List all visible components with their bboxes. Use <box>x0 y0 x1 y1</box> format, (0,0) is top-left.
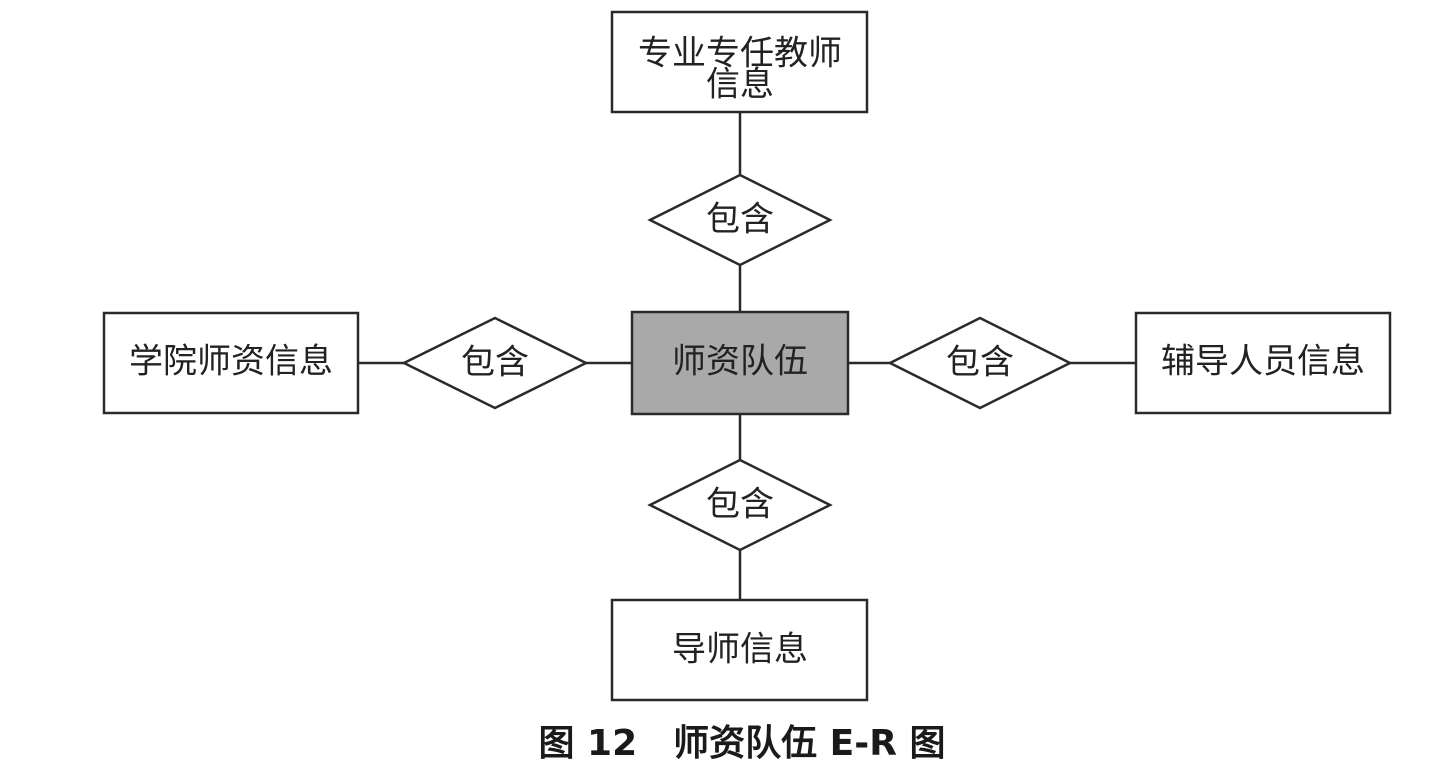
entity-top-box <box>610 10 869 114</box>
entity-top-label-line1: 专业专任教师 <box>638 34 842 74</box>
relation-right-label: 包含 <box>946 343 1014 383</box>
relation-left: 包含 <box>401 316 589 410</box>
relation-right-diamond <box>887 316 1073 410</box>
relation-bottom-label: 包含 <box>706 485 774 525</box>
entity-central-label: 师资队伍 <box>672 342 808 382</box>
entity-central: 师资队伍 <box>630 310 850 416</box>
entity-top: 专业专任教师 信息 <box>610 10 869 114</box>
relation-left-diamond <box>401 316 589 410</box>
entity-left: 学院师资信息 <box>102 311 360 415</box>
entity-right-box <box>1134 311 1392 415</box>
figure-caption: 图 12 师资队伍 E-R 图 <box>539 723 946 764</box>
entity-right-label: 辅导人员信息 <box>1161 342 1365 382</box>
entity-central-box <box>630 310 850 416</box>
entity-left-label: 学院师资信息 <box>129 342 333 382</box>
relation-top: 包含 <box>647 173 833 267</box>
relation-bottom: 包含 <box>647 458 833 552</box>
connector-lines <box>358 112 1136 600</box>
entity-right: 辅导人员信息 <box>1134 311 1392 415</box>
relation-top-diamond <box>647 173 833 267</box>
entity-bottom-label: 导师信息 <box>672 630 808 670</box>
entity-left-box <box>102 311 360 415</box>
relation-bottom-diamond <box>647 458 833 552</box>
entity-bottom: 导师信息 <box>610 598 869 702</box>
relation-left-label: 包含 <box>461 343 529 383</box>
relation-right: 包含 <box>887 316 1073 410</box>
entity-bottom-box <box>610 598 869 702</box>
relation-top-label: 包含 <box>706 200 774 240</box>
entity-top-label-line2: 信息 <box>706 65 774 105</box>
